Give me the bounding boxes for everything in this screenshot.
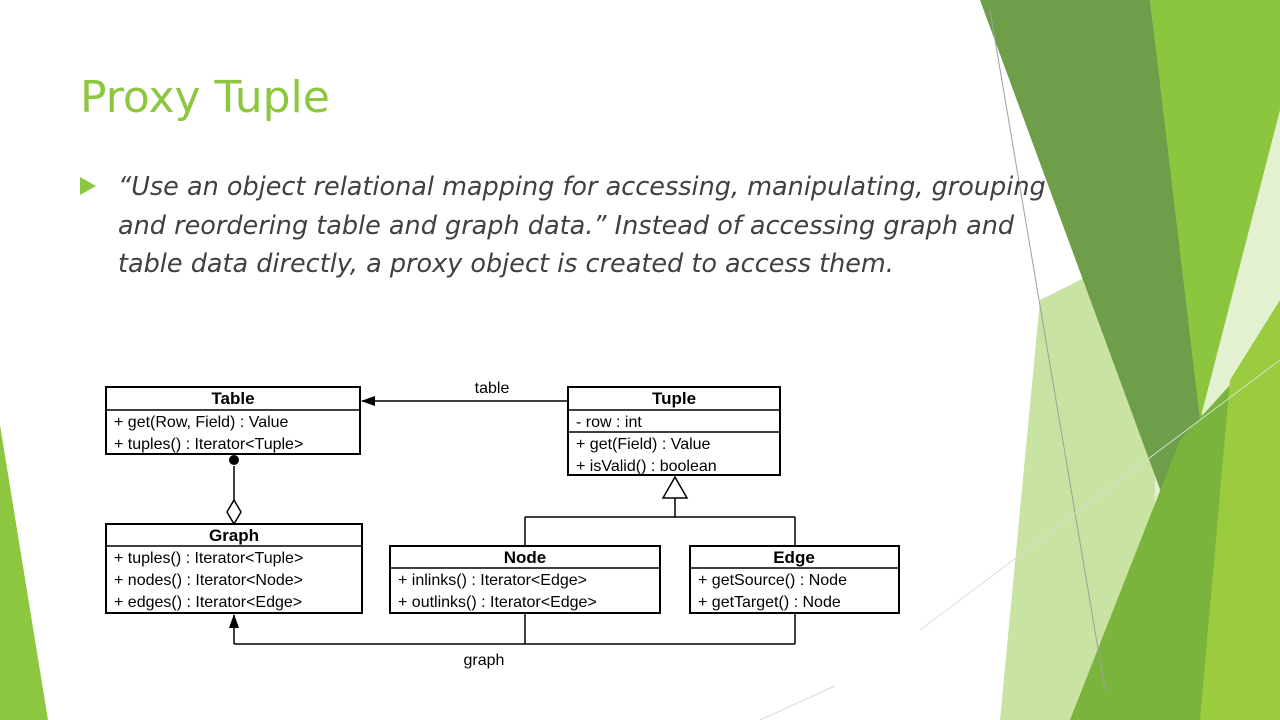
deco-shape-dark-top [980,0,1210,530]
class-table-name: Table [211,389,254,408]
bullet-arrow-icon [80,177,96,195]
bullet-text: “Use an object relational mapping for ac… [118,172,1046,279]
class-graph-member: + edges() : Iterator<Edge> [114,594,302,611]
class-tuple: Tuple - row : int + get(Field) : Value +… [567,386,781,476]
assoc-tuple-table: table [361,380,568,406]
inheritance-tuple [524,475,796,546]
class-table-member: + tuples() : Iterator<Tuple> [114,436,303,453]
class-edge-name: Edge [773,548,815,567]
navigability-dot [229,455,239,465]
class-tuple-name: Tuple [652,389,696,408]
class-edge-member: + getSource() : Node [698,572,847,589]
deco-line-2 [919,359,1280,631]
class-node: Node + inlinks() : Iterator<Edge> + outl… [389,545,661,614]
deco-shape-bright [1200,300,1280,720]
slide-title: Proxy Tuple [80,72,330,123]
deco-line-3 [759,685,836,720]
assoc-label-table: table [475,380,510,397]
deco-line [989,9,1106,691]
class-tuple-attribute: - row : int [576,414,642,431]
assoc-label-graph: graph [464,652,505,669]
aggregation-diamond [226,498,242,526]
deco-shape-left [0,425,48,720]
class-edge: Edge + getSource() : Node + getTarget() … [689,545,900,614]
inheritance-triangle [661,475,689,499]
class-node-member: + inlinks() : Iterator<Edge> [398,572,587,589]
class-graph-name: Graph [209,526,259,545]
class-tuple-method: + isValid() : boolean [576,458,717,475]
class-graph-member: + nodes() : Iterator<Node> [114,572,303,589]
class-table-member: + get(Row, Field) : Value [114,414,289,431]
class-edge-member: + getTarget() : Node [698,594,841,611]
aggregation-graph-table [226,455,242,526]
class-node-member: + outlinks() : Iterator<Edge> [398,594,597,611]
class-graph: Graph + tuples() : Iterator<Tuple> + nod… [105,523,363,614]
assoc-graph: graph [229,613,796,669]
class-tuple-method: + get(Field) : Value [576,436,711,453]
class-table: Table + get(Row, Field) : Value + tuples… [105,386,361,455]
class-node-name: Node [504,548,547,567]
deco-shape-mid [1150,0,1280,420]
class-graph-member: + tuples() : Iterator<Tuple> [114,550,303,567]
